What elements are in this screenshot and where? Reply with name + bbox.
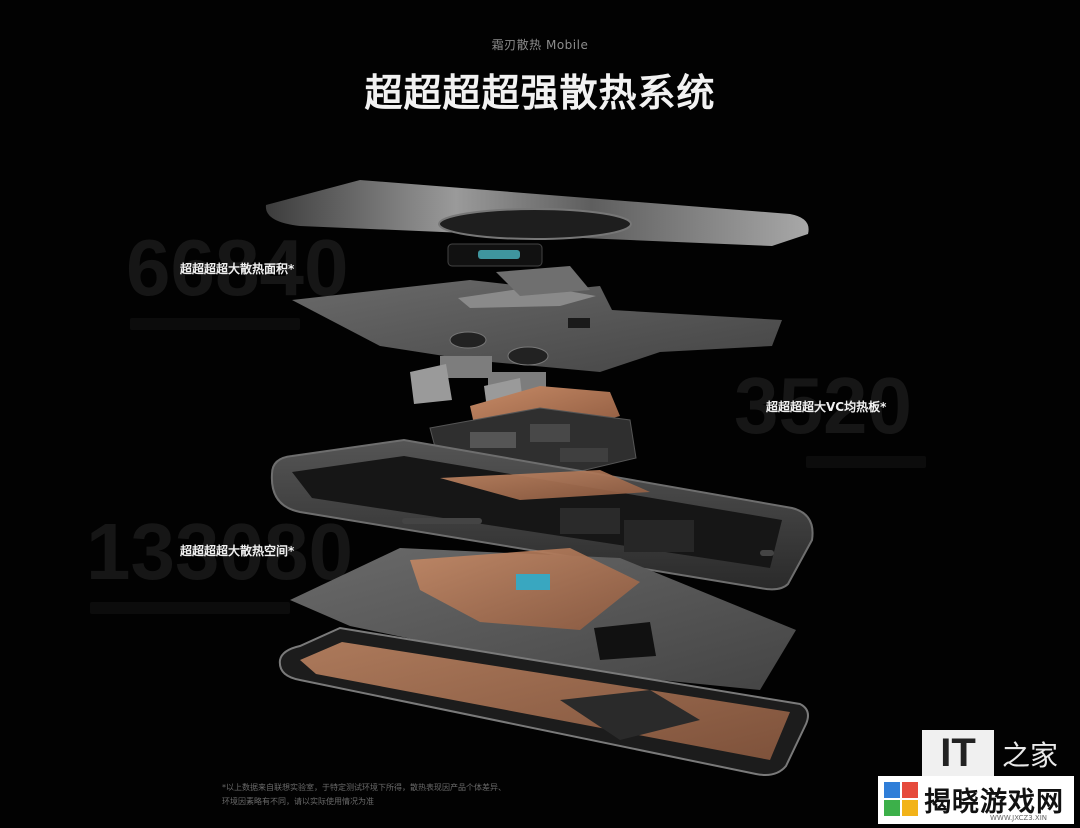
eyebrow-text: 霜刃散热 Mobile (491, 38, 589, 52)
watermark-side-text: 之家 (1002, 739, 1059, 772)
display-frame (278, 626, 809, 776)
spec-space-label: 超超超超大散热空间* (180, 544, 295, 558)
spec-vc-unit-placeholder (806, 456, 926, 468)
spec-space-value: 133080 (86, 507, 353, 596)
puzzle-icon (884, 782, 918, 816)
spec-vc-value: 3520 (734, 361, 912, 450)
spec-area-value: 66840 (126, 223, 349, 312)
it-badge: IT (922, 730, 994, 776)
back-cover (265, 180, 809, 267)
watermark-url: WWW.JXCZ3.XIN (990, 814, 1047, 822)
watermark-site-name: 揭晓游戏网 (924, 787, 1064, 818)
spec-space-unit-placeholder (90, 602, 290, 614)
middle-frame (270, 438, 814, 591)
spec-area-label: 超超超超大散热面积* (180, 262, 295, 276)
footnote-line-1: *以上数据来自联想实验室，于特定测试环境下所得，散热表现因产品个体差异、 (222, 783, 506, 792)
spec-area-unit-placeholder (130, 318, 300, 330)
graphite-sheet-upper (292, 280, 782, 372)
footnote-line-2: 环境因素略有不同，请以实际使用情况为准 (222, 797, 374, 806)
watermark-logo: IT 之家 揭晓游戏网 WWW.JXCZ3.XIN (878, 730, 1074, 824)
cooling-fans (410, 331, 549, 416)
page-title: 超超超超强散热系统 (364, 71, 716, 115)
spec-vc-label: 超超超超大VC均热板* (766, 400, 887, 414)
